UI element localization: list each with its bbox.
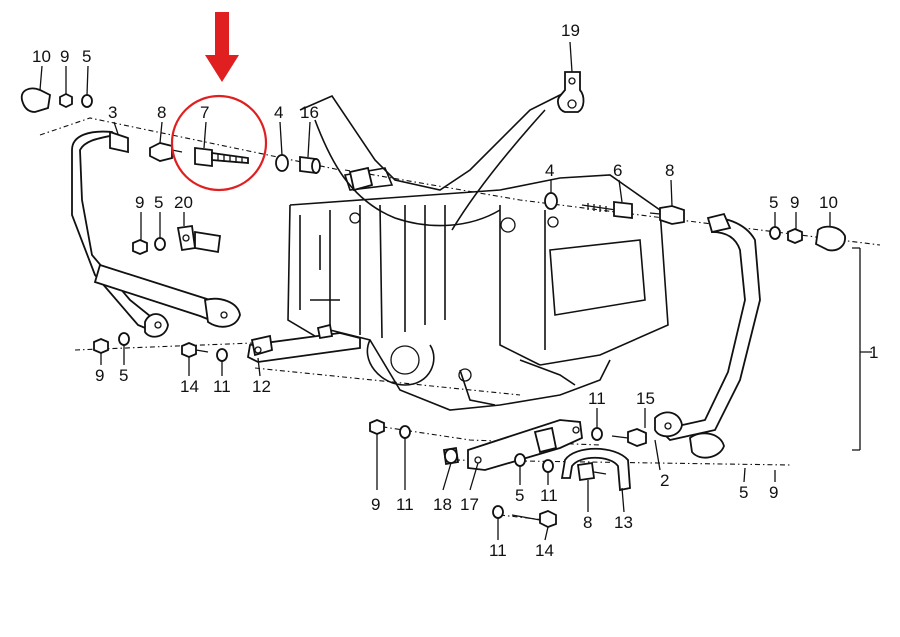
callout-4-right: 4 bbox=[545, 161, 554, 180]
callout-9-mid: 9 bbox=[135, 193, 144, 212]
part-9-nut-mid bbox=[132, 239, 148, 255]
callout-8-right: 8 bbox=[665, 161, 674, 180]
callout-5-mid: 5 bbox=[154, 193, 163, 212]
part-14-bolt-left bbox=[181, 342, 209, 358]
part-11-washer-right bbox=[591, 427, 603, 441]
part-10-cap-right bbox=[815, 225, 846, 252]
part-12-strut bbox=[247, 323, 361, 363]
part-9-nut-lowleft bbox=[93, 338, 109, 354]
callout-13: 13 bbox=[614, 513, 633, 532]
callout-9-lowmid: 9 bbox=[371, 495, 380, 514]
part-5-washer-lowmid bbox=[514, 453, 526, 467]
callout-9-left: 9 bbox=[60, 47, 69, 66]
callout-5-lowmid: 5 bbox=[515, 486, 524, 505]
callout-5-lowright: 5 bbox=[739, 483, 748, 502]
callout-5-lowleft: 5 bbox=[119, 366, 128, 385]
callout-19: 19 bbox=[561, 21, 580, 40]
part-10-cap-left bbox=[20, 87, 51, 113]
assembly-lines bbox=[39, 117, 881, 521]
part-15-bolt bbox=[611, 428, 647, 447]
callout-9-right: 9 bbox=[790, 193, 799, 212]
part-8-spacer-left bbox=[149, 142, 183, 162]
callout-18: 18 bbox=[433, 495, 452, 514]
callout-14-bottom: 14 bbox=[535, 541, 554, 560]
part-11-washer-lowmid bbox=[399, 425, 411, 439]
part-18-spacer bbox=[442, 446, 460, 466]
part-9-nut-lowmid bbox=[369, 419, 385, 435]
callout-17: 17 bbox=[460, 495, 479, 514]
red-arrow-icon bbox=[205, 12, 239, 82]
part-11-washer-bottom bbox=[492, 505, 504, 519]
callout-9-lowleft: 9 bbox=[95, 366, 104, 385]
part-spacer-small bbox=[348, 166, 374, 192]
part-5-washer-right bbox=[769, 226, 781, 240]
part-13-clamp bbox=[560, 447, 631, 492]
callout-11-left: 11 bbox=[213, 377, 231, 396]
callout-4-left: 4 bbox=[274, 103, 283, 122]
highlight-circle bbox=[170, 94, 268, 192]
part-4-washer-right bbox=[544, 192, 558, 210]
part-20-clip bbox=[176, 224, 222, 254]
part-5-washer-mid bbox=[154, 237, 166, 251]
callout-9-lowright: 9 bbox=[769, 483, 778, 502]
part-11-washer-lowmid2 bbox=[542, 459, 554, 473]
part-8-spacer-lower bbox=[576, 461, 607, 482]
part-16-spacer bbox=[299, 155, 321, 175]
callout-labels: 10 9 5 3 8 7 4 16 19 4 6 8 5 9 10 9 5 20… bbox=[32, 21, 878, 560]
part-11-washer-left bbox=[216, 348, 228, 362]
callout-11-bottom: 11 bbox=[489, 541, 507, 560]
part-6-bolt bbox=[581, 200, 633, 220]
part-5-washer-left bbox=[81, 94, 93, 108]
callout-12: 12 bbox=[252, 377, 271, 396]
part-3-left-bar bbox=[71, 130, 241, 338]
engine-block bbox=[287, 89, 669, 411]
part-2-right-bar bbox=[654, 212, 761, 459]
callout-7: 7 bbox=[200, 103, 209, 122]
callout-5-right: 5 bbox=[769, 193, 778, 212]
callout-8-left: 8 bbox=[157, 103, 166, 122]
part-7-bolt bbox=[194, 146, 249, 168]
highlight-marker bbox=[170, 12, 268, 192]
callout-20: 20 bbox=[174, 193, 193, 212]
callout-2: 2 bbox=[660, 471, 669, 490]
part-9-nut-right bbox=[787, 228, 803, 244]
callout-10-right: 10 bbox=[819, 193, 838, 212]
callout-1: 1 bbox=[869, 343, 878, 362]
part-4-washer-left bbox=[275, 154, 289, 172]
part-17-bracket bbox=[467, 419, 583, 471]
leader-lines bbox=[39, 41, 831, 541]
callout-15: 15 bbox=[636, 389, 655, 408]
callout-11-lowmid: 11 bbox=[396, 495, 414, 514]
callout-11-lowmid2: 11 bbox=[540, 486, 558, 505]
callout-16: 16 bbox=[300, 103, 319, 122]
callout-11-right: 11 bbox=[588, 389, 606, 408]
part-19-bracket bbox=[557, 71, 585, 113]
callout-14-left: 14 bbox=[180, 377, 199, 396]
callout-8-lower: 8 bbox=[583, 513, 592, 532]
callout-3: 3 bbox=[108, 103, 117, 122]
callout-5-left: 5 bbox=[82, 47, 91, 66]
part-5-washer-lowleft bbox=[118, 332, 130, 346]
callout-6: 6 bbox=[613, 161, 622, 180]
callout-10-left: 10 bbox=[32, 47, 51, 66]
part-8-spacer-right bbox=[649, 205, 685, 225]
part-14-bolt-bottom bbox=[511, 510, 557, 528]
part-9-nut-left bbox=[59, 92, 73, 109]
